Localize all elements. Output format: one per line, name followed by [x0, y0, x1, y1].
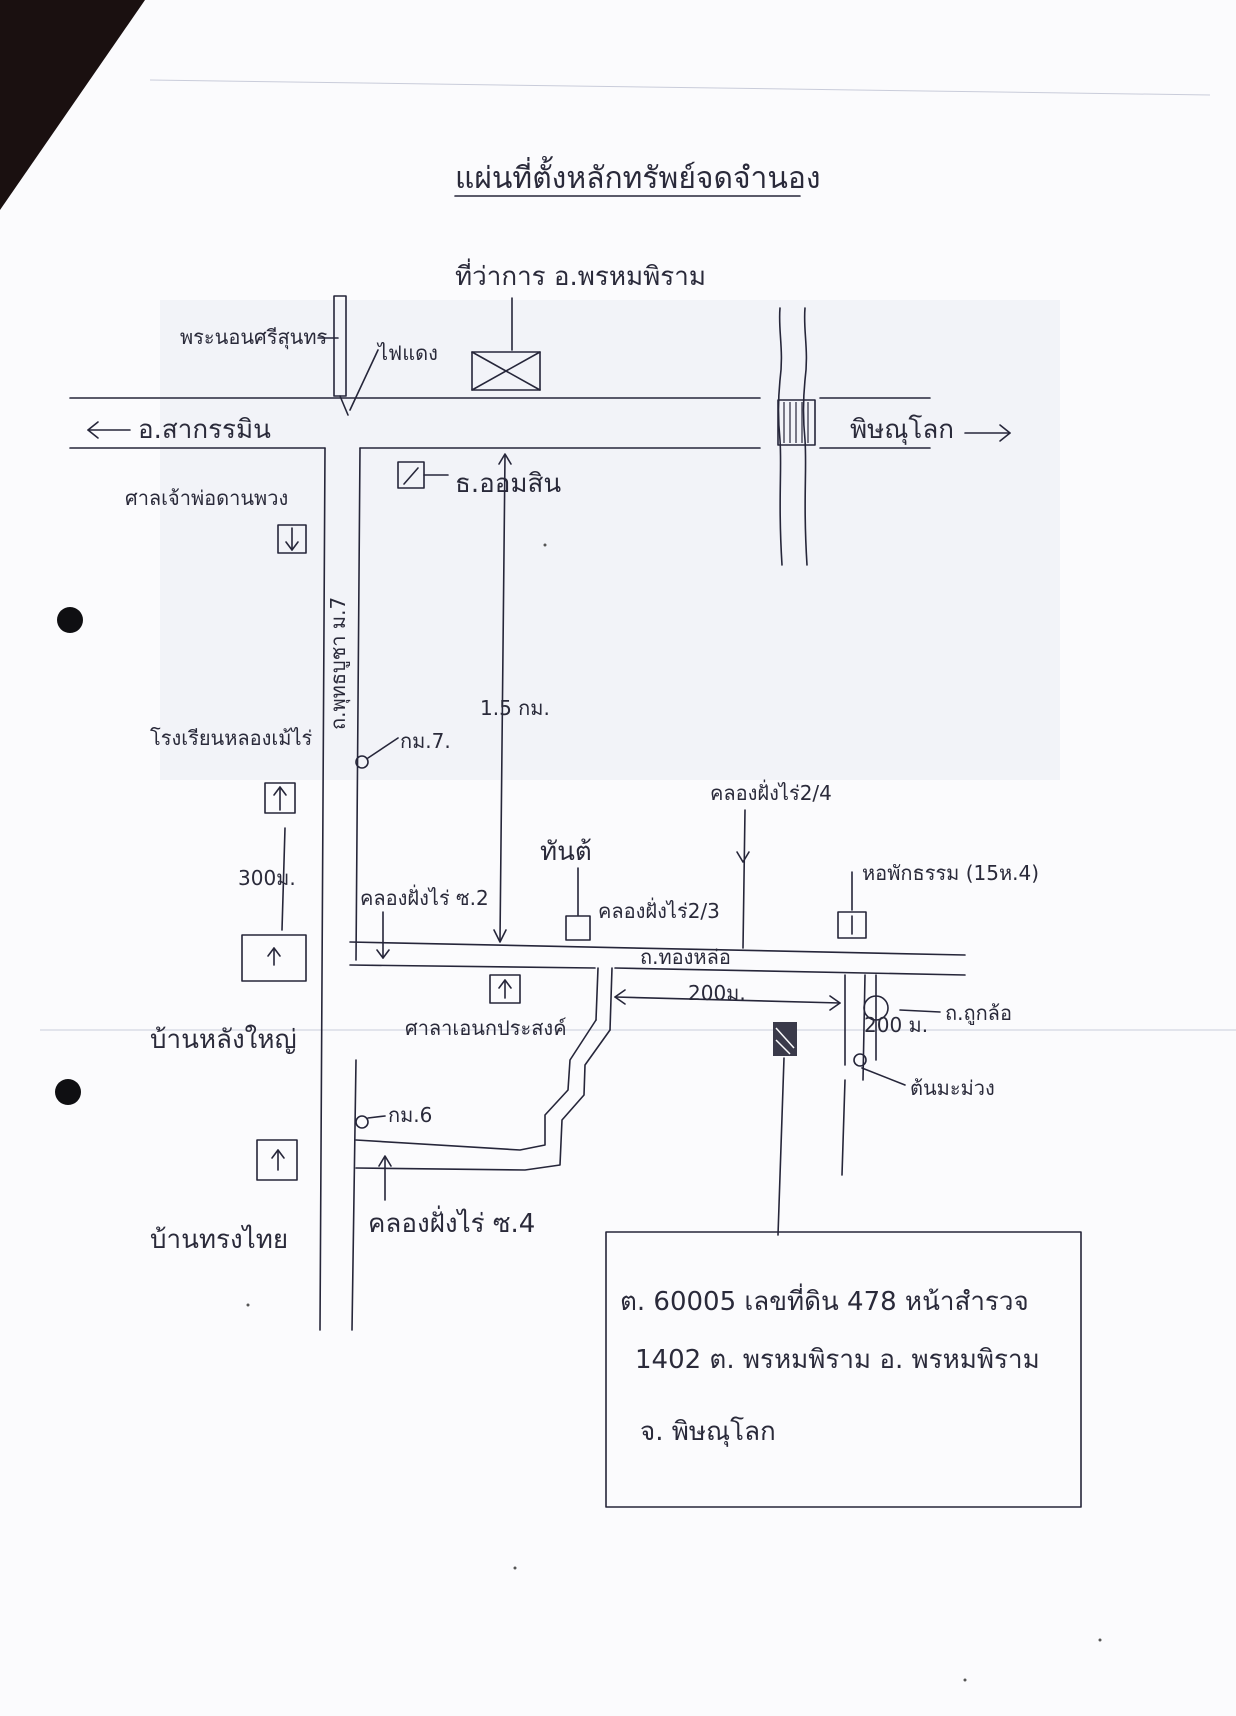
- school-distance-arrow: [281, 827, 286, 931]
- punch-hole-top: [57, 607, 83, 633]
- shrine-label: ศาลเจ้าพ่อดานพวง: [125, 486, 288, 510]
- km6-pointer: [367, 1115, 386, 1119]
- house-large-label: บ้านหลังใหญ่: [150, 1025, 297, 1055]
- house-large-icon: [241, 934, 307, 982]
- district-office-icon: [471, 351, 541, 391]
- well-label: ทันต้: [540, 837, 592, 867]
- alley-south-4-arrowhead: [378, 1155, 392, 1167]
- cross-road: [349, 941, 966, 976]
- alley-north-4-arrowhead: [736, 851, 750, 863]
- property-location-icon: [773, 1022, 797, 1056]
- traffic-light-icon: [333, 295, 349, 416]
- cross-road-label: ถ.ทองหล่อ: [640, 945, 731, 969]
- east-destination-arrow: [964, 424, 1011, 442]
- bank-distance-arrow: [493, 453, 512, 943]
- scan-dots: [246, 543, 1102, 1682]
- punch-hole-bottom: [55, 1079, 81, 1105]
- school-distance-label: 300ม.: [238, 866, 296, 890]
- property-info-line1: ต. 60005 เลขที่ดิน 478 หน้าสำรวจ: [620, 1283, 1029, 1317]
- east-distance-arrow: [614, 989, 841, 1011]
- winding-alley: [355, 1019, 611, 1171]
- east-road-pointer: [899, 1009, 941, 1013]
- school-icon: [264, 782, 296, 814]
- main-road: [69, 397, 931, 449]
- bridge: [777, 307, 816, 566]
- map-title: แผ่นที่ตั้งหลักทรัพย์จดจำนอง: [455, 156, 821, 196]
- property-info-line2: 1402 ต. พรหมพิราม อ. พรหมพิราม: [635, 1345, 1040, 1375]
- scan-corner-shadow: [0, 0, 145, 210]
- km6-marker-icon: [355, 1115, 369, 1129]
- east-distance-label: 200ม.: [688, 981, 746, 1005]
- dormitory-icon: [837, 911, 867, 939]
- road-length-label: 1.5 กม.: [480, 696, 550, 720]
- east-road-label: ถ.ถูกล้อ: [945, 1001, 1012, 1026]
- alley-north-4-arrow: [742, 809, 746, 949]
- mango-tree-icon: [853, 1053, 867, 1067]
- alley-north-3-label: คลองฝั่งไร่2/3: [598, 897, 720, 923]
- shrine-icon: [277, 524, 307, 554]
- property-info-box: [605, 1231, 1082, 1508]
- east-road-distance-label: 200 ม.: [864, 1013, 928, 1037]
- market-icon: [489, 974, 521, 1004]
- bank-icon: [397, 461, 449, 489]
- east-destination-label: พิษณุโลก: [850, 414, 954, 445]
- well-icon: [565, 915, 591, 941]
- alley-north-2-label: คลองฝั่งไร่ ซ.2: [360, 884, 489, 910]
- alley-north-4-label: คลองฝั่งไร่2/4: [710, 779, 832, 805]
- east-road-distance-arrow: [863, 974, 889, 1061]
- west-destination-arrow: [87, 421, 131, 439]
- north-south-road: [319, 447, 361, 1331]
- property-info-line3: จ. พิษณุโลก: [640, 1416, 776, 1447]
- house-thai-label: บ้านทรงไทย: [150, 1224, 288, 1255]
- alley-north-2-arrowhead: [376, 949, 390, 959]
- km6-label: กม.6: [388, 1103, 432, 1127]
- km7-marker-icon: [355, 755, 369, 769]
- bleed-through-photo: [160, 300, 1060, 780]
- school-label: โรงเรียนหลองเม้ไร่: [150, 726, 313, 750]
- west-destination-label: อ.สากรรมิน: [138, 415, 271, 445]
- east-road: [841, 974, 866, 1176]
- alley-north-3-road: [595, 967, 613, 1031]
- mango-tree-label: ต้นมะม่วง: [910, 1076, 995, 1100]
- top-rule: [149, 79, 1211, 96]
- market-label: ศาลาเอนกประสงค์: [405, 1016, 567, 1040]
- property-pointer: [777, 1057, 785, 1236]
- km7-label: กม.7.: [400, 729, 451, 753]
- bank-label: ธ.ออมสิน: [455, 469, 561, 499]
- mango-tree-pointer: [861, 1067, 906, 1086]
- district-office-label: ที่ว่าการ อ.พรหมพิราม: [455, 258, 706, 292]
- km7-pointer: [367, 737, 399, 759]
- traffic-light-label: ไฟแดง: [376, 341, 438, 365]
- alley-south-4-label: คลองฝั่งไร่ ซ.4: [368, 1205, 535, 1239]
- traffic-light-pointer: [349, 349, 379, 411]
- dormitory-label: หอพักธรรม (15ห.4): [862, 861, 1039, 885]
- house-thai-icon: [256, 1139, 298, 1181]
- main-road-label: ถ.พุทธบูชา ม.7: [326, 597, 351, 730]
- temple-label: พระนอนศรีสุนทร: [180, 325, 328, 350]
